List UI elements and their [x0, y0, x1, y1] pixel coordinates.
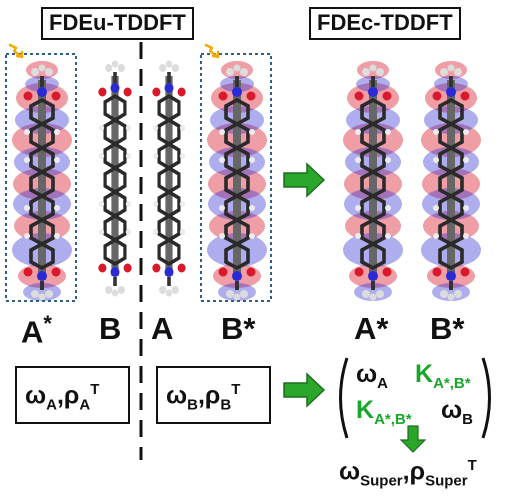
coupling-symbol: K: [356, 396, 375, 424]
molecule-b-excited-left: [207, 61, 267, 303]
right-arrow-icon: [283, 162, 326, 198]
matrix-omega-a: ωA: [356, 360, 388, 392]
matrix-coupling-bottom: KA*,B*: [356, 396, 412, 428]
matrix-left-bracket: [339, 357, 349, 439]
right-arrow-icon: [283, 372, 326, 408]
label-a-excited-coupled: A*: [354, 313, 388, 344]
subscript-b: B: [187, 396, 198, 414]
label-a-excited-left: A*: [21, 311, 52, 350]
omega-symbol: ω: [441, 396, 463, 424]
coupling-symbol: K: [415, 360, 434, 388]
label-b-excited-left: B*: [221, 313, 255, 344]
label-letter: A: [354, 311, 377, 346]
subscript-b: B: [220, 396, 232, 414]
excitation-arrow-icon: [204, 43, 220, 59]
coupling-subscript: A*,B*: [374, 411, 412, 428]
rho-symbol: ρ: [204, 381, 221, 410]
comma: ,: [402, 457, 410, 486]
down-arrow-icon: [399, 425, 427, 453]
equation-box-a: ωA,ρAT: [15, 366, 130, 424]
omega-symbol: ω: [166, 381, 188, 410]
label-letter: B: [221, 311, 244, 346]
dotted-selection-box-left: [5, 53, 77, 302]
excited-mark: *: [376, 311, 389, 346]
superscript-t: T: [467, 457, 477, 474]
subscript-super: Super: [425, 472, 468, 490]
header-fdeu-tddft: FDEu-TDDFT: [41, 7, 194, 40]
subscript-b: B: [462, 411, 473, 428]
equation-box-b: ωB,ρBT: [156, 366, 271, 424]
molecule-a-ground: [150, 58, 188, 299]
excited-mark: *: [243, 311, 256, 346]
header-fdec-tddft: FDEc-TDDFT: [309, 7, 461, 40]
coupling-subscript: A*,B*: [433, 375, 471, 392]
rho-symbol: ρ: [409, 457, 426, 486]
molecule-a-excited-coupled: [343, 61, 403, 303]
subscript-super: Super: [360, 472, 403, 490]
label-letter: B: [430, 311, 453, 346]
comma: ,: [197, 381, 205, 410]
subscript-a: A: [46, 396, 57, 414]
label-b-ground: B: [99, 311, 122, 346]
rho-symbol: ρ: [63, 381, 80, 410]
molecule-a-excited-left: [12, 61, 72, 303]
equation-omega-rho-b: ωB,ρBT: [166, 382, 240, 412]
superscript-t: T: [231, 381, 241, 398]
matrix-omega-b: ωB: [441, 396, 473, 428]
excited-mark: *: [452, 311, 465, 346]
matrix-right-bracket: [481, 357, 491, 439]
equation-omega-rho-a: ωA,ρAT: [25, 382, 99, 412]
comma: ,: [56, 381, 64, 410]
subscript-a: A: [377, 375, 388, 392]
label-a-ground: A: [151, 311, 174, 346]
excited-mark: *: [43, 311, 52, 336]
matrix-coupling-top: KA*,B*: [415, 360, 471, 392]
molecule-b-excited-coupled: [421, 61, 481, 303]
label-letter: A: [21, 314, 44, 350]
omega-symbol: ω: [339, 457, 361, 486]
subscript-a: A: [79, 396, 91, 414]
molecule-b-ground: [96, 58, 134, 299]
dotted-selection-box-right: [200, 53, 272, 302]
superscript-t: T: [90, 381, 100, 398]
label-b-excited-coupled: B*: [430, 313, 464, 344]
equation-omega-rho-super: ωSuper,ρSuperT: [339, 458, 477, 488]
omega-symbol: ω: [356, 360, 378, 388]
omega-symbol: ω: [25, 381, 47, 410]
excitation-arrow-icon: [8, 43, 24, 59]
